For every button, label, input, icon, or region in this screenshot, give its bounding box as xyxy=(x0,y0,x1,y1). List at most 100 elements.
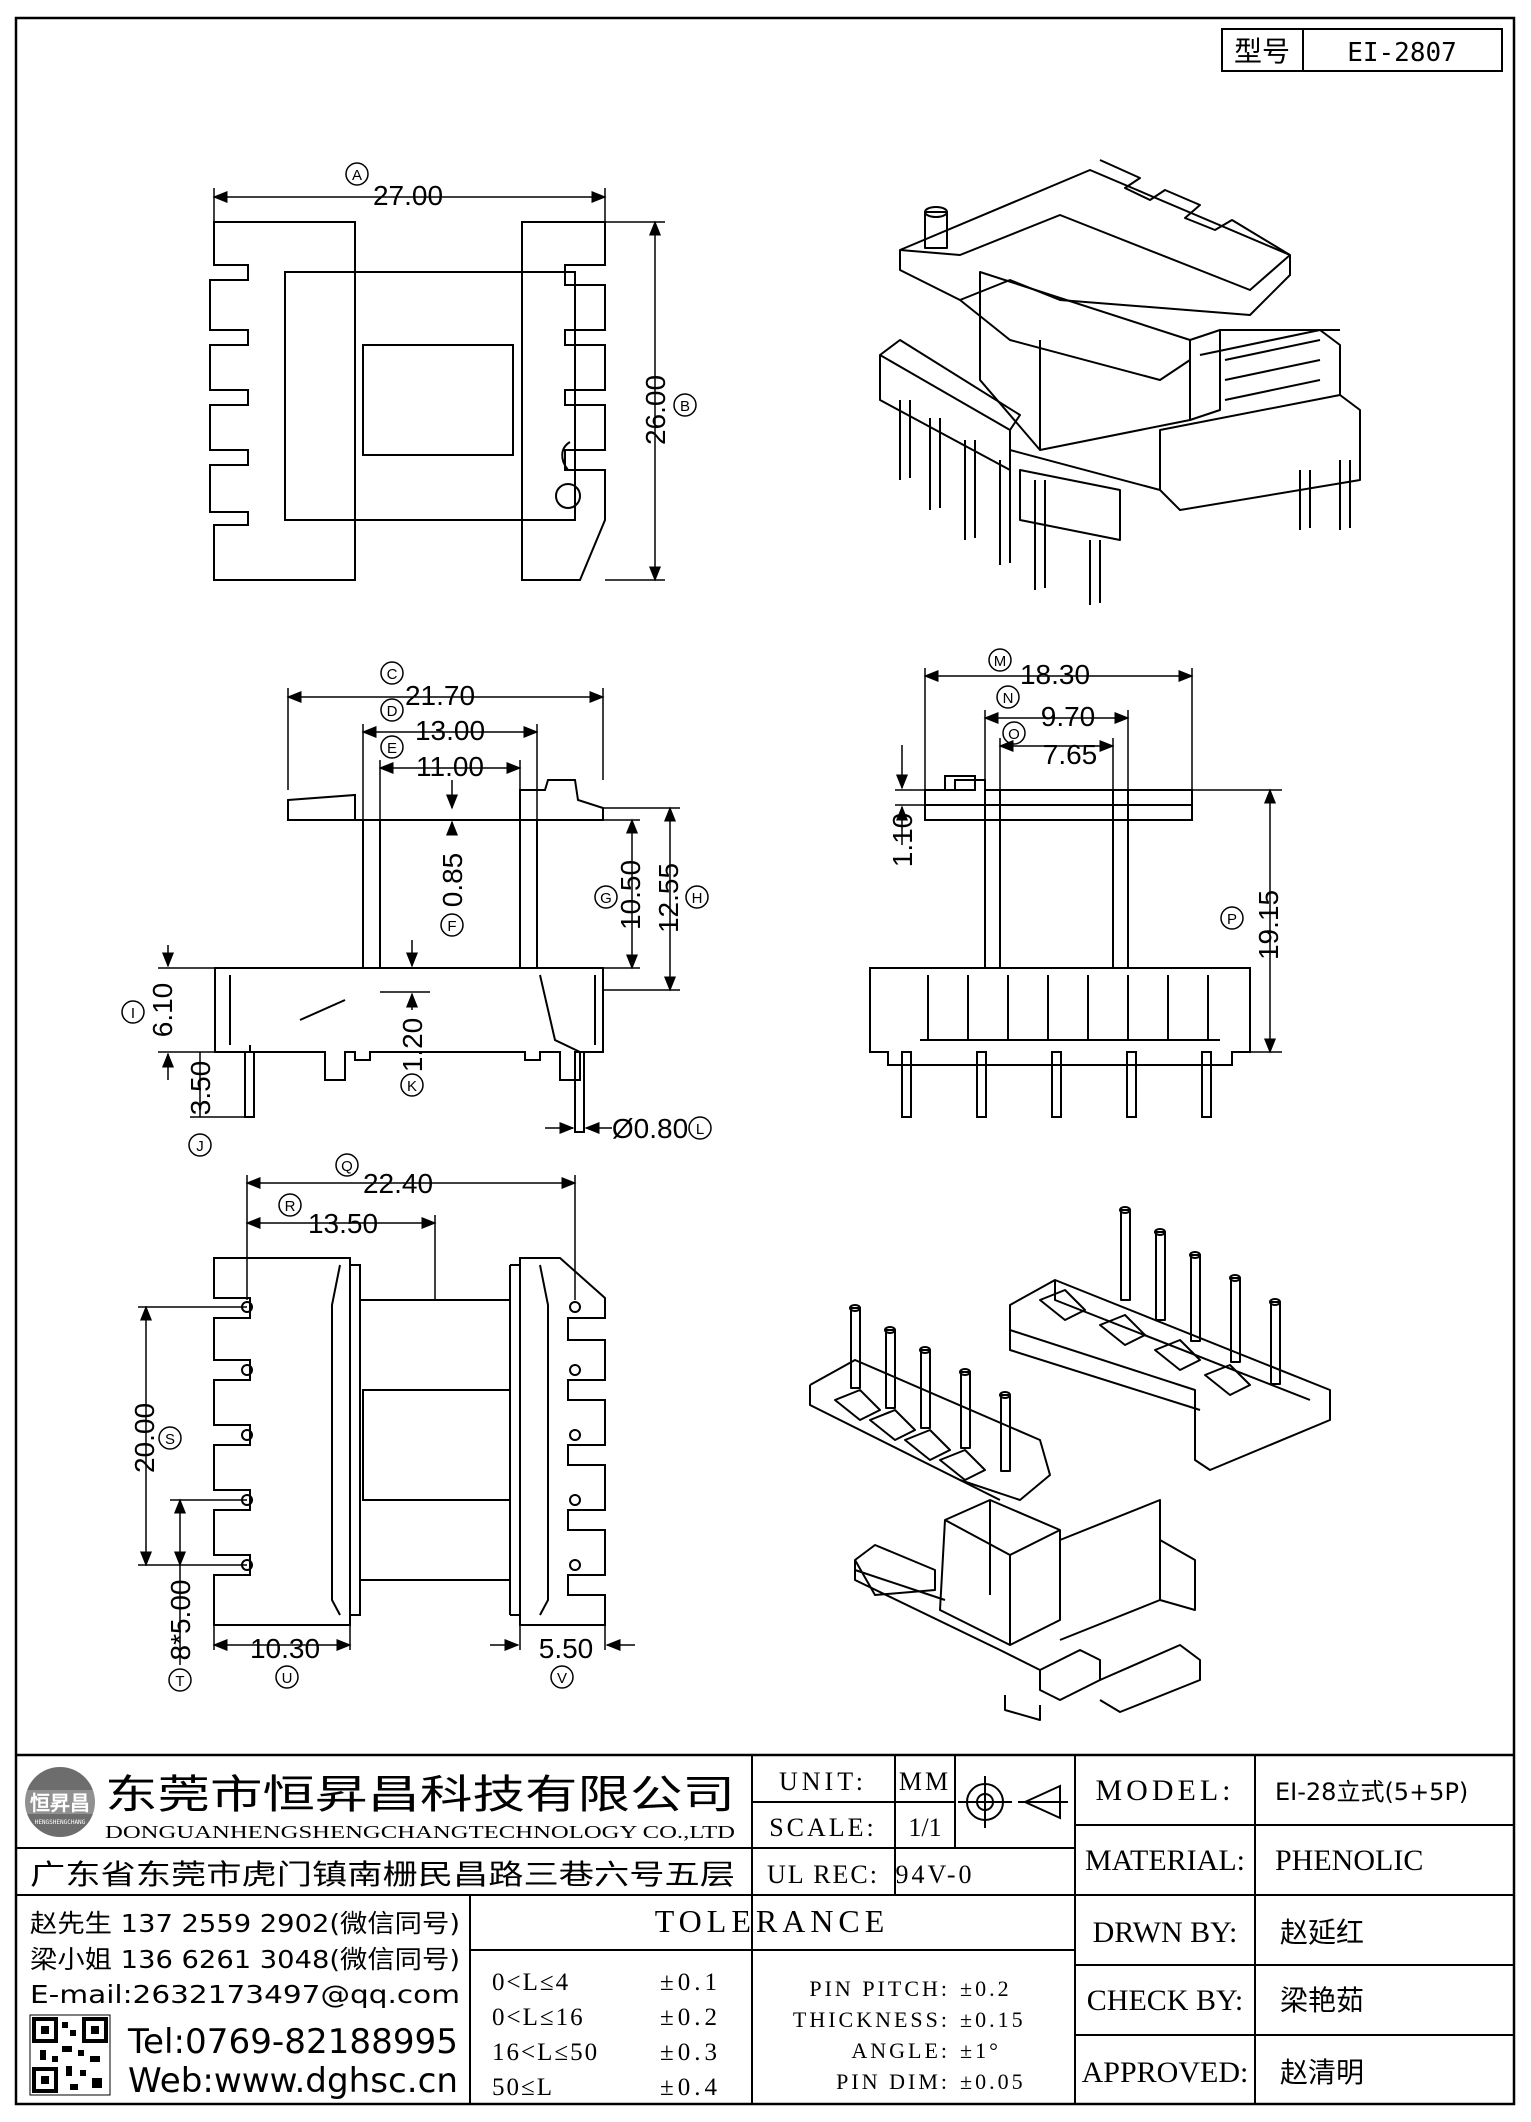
dim-H-value: 12.55 xyxy=(653,863,684,933)
dim-P-value: 19.15 xyxy=(1253,890,1284,960)
dim-X-value: 1.10 xyxy=(887,813,918,868)
dim-N-tag: N xyxy=(1003,690,1014,707)
dim-R-value: 13.50 xyxy=(308,1208,378,1239)
dim-L-tag: L xyxy=(696,1121,704,1138)
dim-T xyxy=(168,1498,247,1692)
tol-extra-value: ±0.05 xyxy=(960,2069,1026,2094)
company-web: Web:www.dghsc.cn xyxy=(128,2061,458,2101)
ulrec-value: 94V-0 xyxy=(895,1860,974,1889)
tolerance-extra: PIN PITCH: ±0.2 THICKNESS: ±0.15 ANGLE: … xyxy=(793,1976,1026,2094)
header-model-box: 型号 EI-2807 xyxy=(1221,28,1503,72)
tol-range: 0<L≤16 xyxy=(492,2004,585,2031)
dim-I xyxy=(121,945,215,1080)
dim-V-tag: V xyxy=(557,1670,567,1687)
dim-T-tag: T xyxy=(175,1673,184,1690)
check-value: 梁艳茹 xyxy=(1280,1984,1364,2017)
check-label: CHECK BY: xyxy=(1087,1984,1243,2017)
dim-K-tag: K xyxy=(407,1078,417,1095)
dim-I-value: 6.10 xyxy=(147,983,178,1038)
dim-J-tag: J xyxy=(196,1138,204,1155)
tol-extra-value: ±0.2 xyxy=(960,1976,1012,2001)
tol-value: ±0.2 xyxy=(660,2004,721,2031)
top-view xyxy=(209,221,606,581)
dim-L-value: Ø0.80 xyxy=(612,1113,688,1144)
dim-O-value: 7.65 xyxy=(1043,739,1098,770)
dim-L xyxy=(545,1116,712,1140)
tol-value: ±0.1 xyxy=(660,1969,721,1996)
model-value: EI-28立式(5+5P) xyxy=(1275,1778,1468,1806)
front-view xyxy=(214,779,604,1133)
dim-C-tag: C xyxy=(387,666,398,683)
dim-B-tag: B xyxy=(680,398,690,415)
dim-E-value: 11.00 xyxy=(416,751,484,782)
tol-range: 16<L≤50 xyxy=(492,2039,599,2066)
company-address: 广东省东莞市虎门镇南栅民昌路三巷六号五层 xyxy=(30,1858,735,1891)
dim-D-value: 13.00 xyxy=(415,715,485,746)
tol-extra-value: ±1° xyxy=(960,2038,1001,2063)
side-view xyxy=(869,775,1251,1118)
tolerance-rows: 0<L≤4 ±0.1 0<L≤16 ±0.2 16<L≤50 ±0.3 50≤L… xyxy=(492,1969,721,2101)
company-name-en: DONGUANHENGSHENGCHANGTECHNOLOGY CO.,LTD xyxy=(105,1822,735,1842)
dim-K-value: 1.20 xyxy=(397,1018,428,1073)
dim-A-tag: A xyxy=(352,167,362,184)
dim-V-value: 5.50 xyxy=(539,1633,594,1664)
dim-Q-tag: Q xyxy=(341,1158,353,1175)
logo-text: 恒昇昌 xyxy=(30,1791,90,1815)
dim-A-value: 27.00 xyxy=(373,180,443,211)
dim-O-tag: O xyxy=(1008,726,1020,743)
contact-1: 赵先生 137 2559 2902(微信同号) xyxy=(30,1909,460,1938)
top-view-left-flange xyxy=(209,221,356,581)
dim-U xyxy=(212,1625,352,1689)
dim-O xyxy=(998,721,1115,790)
iso-view-lower xyxy=(809,1206,1331,1721)
unit-value: MM xyxy=(899,1767,951,1796)
material-label: MATERIAL: xyxy=(1085,1844,1245,1877)
dim-V xyxy=(490,1625,635,1689)
dim-F xyxy=(440,780,464,937)
dim-U-tag: U xyxy=(282,1670,293,1687)
scale-label: SCALE: xyxy=(769,1813,877,1842)
dim-X xyxy=(895,745,925,845)
dim-C xyxy=(286,661,605,790)
sheet-border xyxy=(14,16,1516,2106)
dim-D xyxy=(361,698,539,820)
dim-R xyxy=(245,1193,437,1300)
company-logo: 恒昇昌 HENGSHENGCHANG xyxy=(22,1767,98,1837)
dim-R-tag: R xyxy=(285,1198,296,1215)
tol-range: 50≤L xyxy=(492,2074,554,2101)
dim-S-tag: S xyxy=(165,1431,175,1448)
company-email: E-mail:2632173497@qq.com xyxy=(30,1980,460,2009)
tol-range: 0<L≤4 xyxy=(492,1969,570,1996)
tol-extra-label: PIN PITCH: xyxy=(809,1976,950,2001)
dim-A xyxy=(212,162,607,222)
dim-B xyxy=(605,220,697,582)
dim-B-value: 26.00 xyxy=(640,375,671,445)
company-tel: Tel:0769-82188995 xyxy=(127,2022,458,2062)
dim-F-value: 0.85 xyxy=(437,853,468,908)
dim-H xyxy=(603,806,709,992)
dim-J-value: 3.50 xyxy=(185,1061,216,1116)
tol-value: ±0.3 xyxy=(660,2039,721,2066)
header-model-label: 型号 xyxy=(1234,35,1290,68)
tol-extra-label: PIN DIM: xyxy=(836,2069,950,2094)
logo-sub: HENGSHENGCHANG xyxy=(35,1819,86,1826)
dim-N-value: 9.70 xyxy=(1041,701,1096,732)
drawn-label: DRWN BY: xyxy=(1093,1916,1238,1949)
projection-symbol xyxy=(958,1776,1068,1828)
dim-D-tag: D xyxy=(387,703,398,720)
dim-G-tag: G xyxy=(600,890,612,907)
header-model-value: EI-2807 xyxy=(1347,38,1457,68)
model-label: MODEL: xyxy=(1096,1774,1235,1807)
dim-E xyxy=(378,735,522,820)
scale-value: 1/1 xyxy=(908,1813,941,1842)
bottom-view-core-window xyxy=(362,1389,511,1501)
dim-I-tag: I xyxy=(131,1005,135,1022)
dim-N xyxy=(983,685,1130,790)
dim-C-value: 21.70 xyxy=(405,680,475,711)
ulrec-label: UL REC: xyxy=(767,1860,879,1889)
top-view-core-window xyxy=(362,344,514,456)
dim-Q-value: 22.40 xyxy=(363,1168,433,1199)
dim-P xyxy=(1192,788,1282,1054)
iso-view-upper xyxy=(879,159,1361,605)
